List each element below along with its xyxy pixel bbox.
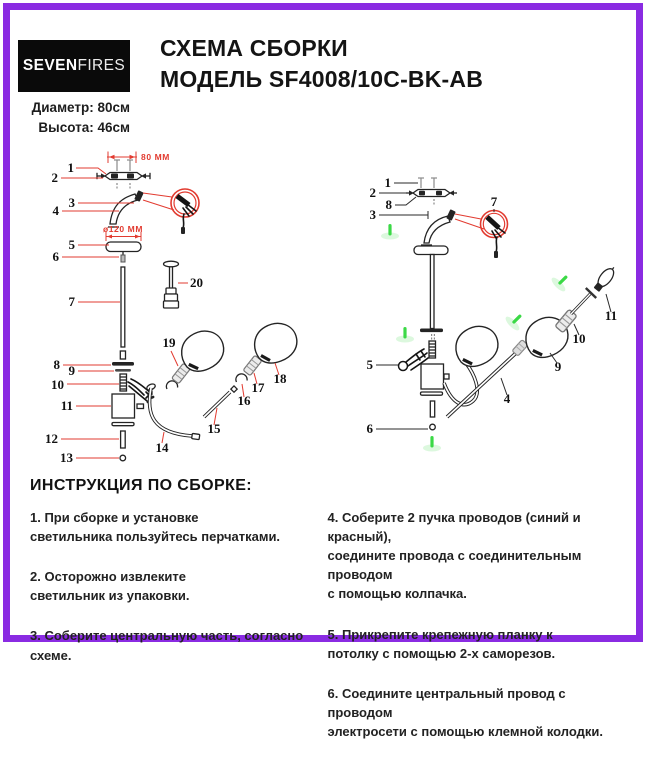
part-number-label: 17	[252, 380, 266, 395]
arm-tube	[202, 384, 239, 419]
part-number-label: 1	[385, 175, 392, 190]
part-number-label: 19	[163, 335, 177, 350]
center-rod	[119, 266, 127, 360]
dimension-label: 80 MM	[141, 152, 170, 162]
product-specs: Диаметр: 80см Высота: 46см	[8, 98, 130, 139]
left-diagram: 80 MM	[45, 151, 299, 465]
straight-arm	[445, 339, 528, 419]
part-number-label: 15	[208, 421, 222, 436]
light-bulb	[593, 266, 615, 292]
canopy: ø120 MM	[103, 224, 143, 253]
part-number-label: 13	[60, 450, 74, 465]
part-number-label: 18	[274, 371, 288, 386]
shade-ring	[235, 373, 248, 383]
lamp-shade	[453, 323, 501, 369]
part-number-label: 5	[69, 237, 76, 252]
instructions-column-left: 1. При сборке и установке светильника по…	[30, 508, 313, 762]
instruction-item: 6. Соедините центральный провод с провод…	[327, 685, 604, 739]
lamp-shade	[178, 328, 227, 374]
mounting-bracket	[96, 159, 151, 190]
part-number-label: 10	[573, 331, 586, 346]
part-number-label: 11	[61, 398, 73, 413]
left-part-labels: 1 2 3 4 5 6 7 8 9 10 11 12 13 1	[45, 160, 287, 465]
upper-arm	[108, 190, 144, 228]
shade-ring	[165, 380, 179, 390]
brand-logo-light: FIRES	[77, 57, 126, 74]
part-number-label: 4	[504, 391, 511, 406]
mounting-bracket	[406, 177, 457, 206]
curved-arm	[442, 361, 479, 407]
dimension-width: 80 MM	[107, 151, 170, 163]
upper-arm	[421, 209, 456, 246]
part-number-label: 7	[491, 194, 498, 209]
title-line-1: СХЕМА СБОРКИ	[160, 35, 348, 61]
page-title: СХЕМА СБОРКИ МОДЕЛЬ SF4008/10C-BK-AB	[160, 33, 483, 95]
part-number-label: 5	[367, 357, 374, 372]
instructions: 1. При сборке и установке светильника по…	[30, 508, 628, 762]
right-diagram: 1 2 8 3 7 5 6 4 9 10 11	[367, 175, 618, 436]
part-number-label: 14	[156, 440, 170, 455]
part-number-label: 20	[190, 275, 203, 290]
central-stack	[111, 362, 155, 462]
dimension-label: ø120 MM	[103, 224, 143, 234]
part-number-label: 4	[53, 203, 60, 218]
part-number-label: 1	[68, 160, 75, 175]
central-stack	[397, 245, 450, 431]
instructions-column-right: 4. Соберите 2 пучка проводов (синий и кр…	[327, 508, 628, 762]
instructions-heading: ИНСТРУКЦИЯ ПО СБОРКЕ:	[30, 477, 253, 494]
part-number-label: 3	[69, 195, 76, 210]
assembly-diagram: 80 MM	[45, 151, 618, 465]
instruction-item: 1. При сборке и установке светильника по…	[30, 510, 281, 545]
screw	[120, 252, 126, 263]
lamp-shade	[253, 321, 299, 365]
part-number-label: 7	[69, 294, 76, 309]
part-number-label: 16	[238, 393, 252, 408]
part-number-label: 10	[51, 377, 64, 392]
brand-logo-bold: SEVEN	[22, 57, 78, 74]
part-number-label: 8	[386, 197, 393, 212]
instruction-item: 2. Осторожно извлеките светильник из упа…	[30, 569, 190, 604]
part-number-label: 12	[45, 431, 58, 446]
finial	[162, 260, 180, 309]
instruction-item: 5. Прикрепите крепежную планку к потолку…	[327, 626, 556, 661]
part-number-label: 11	[605, 308, 617, 323]
instruction-item: 3. Соберите центральную часть, согласно …	[30, 628, 304, 663]
part-number-label: 6	[53, 249, 60, 264]
spec-diameter: Диаметр: 80см	[31, 100, 130, 115]
instruction-item: 4. Соберите 2 пучка проводов (синий и кр…	[327, 510, 582, 602]
part-number-label: 2	[370, 185, 377, 200]
part-number-label: 9	[555, 359, 562, 374]
part-number-label: 6	[367, 421, 374, 436]
right-part-labels: 1 2 8 3 7 5 6 4 9 10 11	[367, 175, 618, 436]
part-number-label: 9	[69, 363, 76, 378]
title-line-2: МОДЕЛЬ SF4008/10C-BK-AB	[160, 66, 484, 93]
spec-height: Высота: 46см	[38, 120, 130, 136]
wire-detail-magnifier	[142, 188, 200, 234]
part-number-label: 2	[52, 170, 59, 185]
wire-detail-magnifier	[454, 209, 509, 258]
lower-arm	[146, 383, 201, 441]
socket-with-rod	[554, 287, 598, 334]
part-number-label: 3	[370, 207, 377, 222]
part-number-label: 8	[54, 357, 61, 372]
